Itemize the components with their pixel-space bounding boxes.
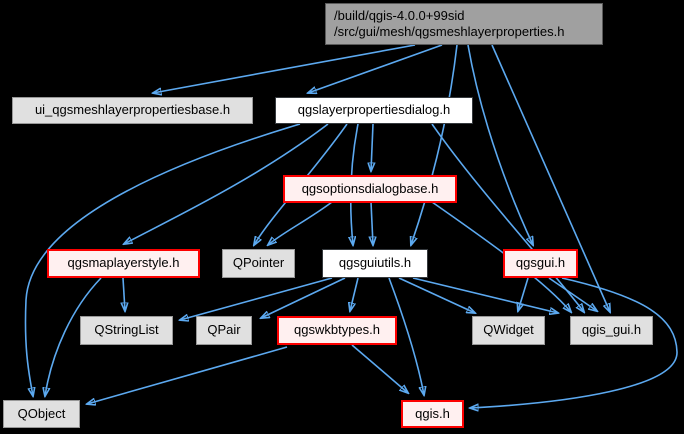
node-qwidget: QWidget	[472, 316, 545, 345]
node-qgswkbtypes[interactable]: qgswkbtypes.h	[277, 316, 397, 345]
edge-wkbtypes-to-qobject	[87, 346, 288, 404]
node-qgsgui[interactable]: qgsgui.h	[503, 249, 578, 278]
edge-maplayerstyle-to-qstringlist	[123, 277, 125, 311]
node-qobject: QObject	[3, 400, 80, 428]
node-qpointer: QPointer	[222, 249, 295, 278]
edge-guiutils-to-qpair	[261, 277, 346, 318]
edge-wkbtypes-to-qgis	[351, 344, 408, 393]
edge-root-to-qgis_gui	[491, 44, 610, 312]
root-node-label: /build/qgis-4.0.0+99sid /src/gui/mesh/qg…	[334, 7, 565, 39]
node-qgsguiutils[interactable]: qgsguiutils.h	[322, 249, 428, 278]
node-qgis[interactable]: qgis.h	[401, 400, 464, 428]
node-qstringlist: QStringList	[80, 316, 173, 345]
node-qgslayerpropertiesdialog[interactable]: qgslayerpropertiesdialog.h	[275, 97, 473, 124]
edge-dialog-to-optionsbase	[371, 123, 373, 171]
node-qgis-gui: qgis_gui.h	[570, 316, 653, 345]
edge-qgsgui-to-qgis	[470, 277, 678, 408]
node-qgsmeshlayerproperties: /build/qgis-4.0.0+99sid /src/gui/mesh/qg…	[325, 3, 603, 45]
edge-qgsgui-to-qgis_gui	[548, 277, 597, 311]
edge-maplayerstyle-to-qobject	[45, 277, 102, 396]
edge-dialog-to-qgis_gui	[431, 123, 584, 312]
edge-guiutils-to-qgis_gui	[412, 277, 558, 313]
edge-guiutils-to-qstringlist	[180, 277, 333, 320]
edge-dialog-to-qobject	[24, 123, 301, 396]
node-qpair: QPair	[196, 316, 252, 345]
edge-optionsbase-to-guiutils	[371, 201, 373, 245]
edge-root-to-ui_base	[153, 44, 416, 93]
edge-root-to-dialog	[308, 44, 443, 93]
edge-root-to-guiutils	[411, 44, 458, 245]
node-qgsoptionsdialogbase[interactable]: qgsoptionsdialogbase.h	[283, 175, 457, 203]
edge-guiutils-to-qgis	[388, 277, 424, 395]
node-qgsmaplayerstyle[interactable]: qgsmaplayerstyle.h	[47, 249, 200, 278]
edge-dialog-to-maplayerstyle	[124, 123, 329, 244]
node-ui-qgsmeshlayerpropertiesbase: ui_qgsmeshlayerpropertiesbase.h	[12, 97, 253, 124]
edge-guiutils-to-wkbtypes	[350, 277, 359, 311]
edge-guiutils-to-qwidget	[398, 277, 475, 313]
edge-optionsbase-to-qpointer	[268, 201, 333, 245]
edge-root-to-qgsgui	[467, 44, 533, 245]
edge-qgsgui-to-qwidget	[518, 277, 529, 311]
